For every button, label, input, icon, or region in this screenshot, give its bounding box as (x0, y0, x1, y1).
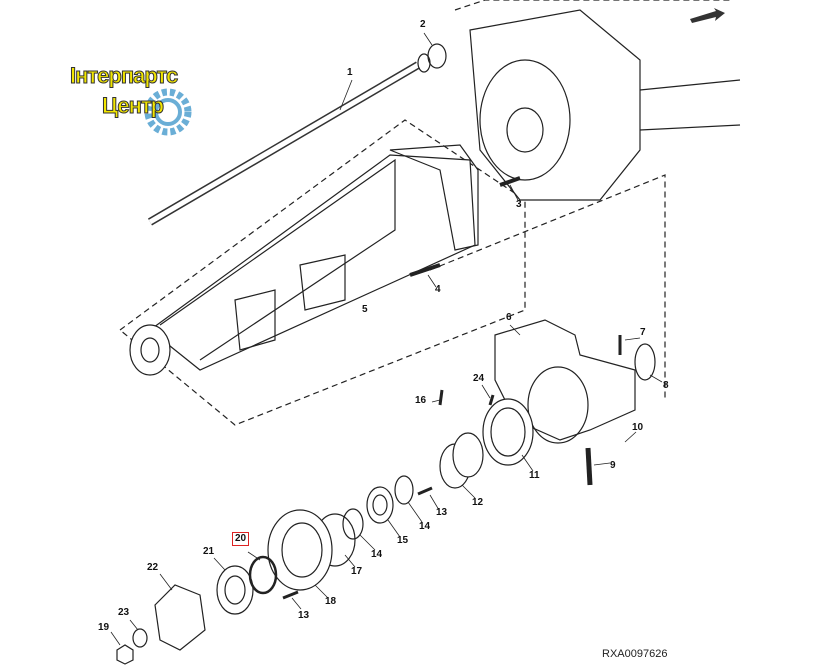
callout-8[interactable]: 8 (663, 380, 669, 391)
logo-line-1: Інтерпартс (69, 63, 178, 88)
callout-5[interactable]: 5 (362, 304, 368, 315)
callout-3[interactable]: 3 (516, 199, 522, 210)
callout-2[interactable]: 2 (420, 19, 426, 30)
callout-20-highlighted[interactable]: 20 (232, 532, 250, 546)
drawing-code: RXA0097626 (602, 648, 668, 660)
callout-16[interactable]: 16 (415, 395, 427, 406)
o-ring-2 (427, 43, 447, 69)
callout-14b[interactable]: 14 (371, 549, 383, 560)
callout-14[interactable]: 14 (419, 521, 431, 532)
callout-10[interactable]: 10 (632, 422, 644, 433)
callout-24[interactable]: 24 (473, 373, 485, 384)
callout-12[interactable]: 12 (472, 497, 484, 508)
callout-21[interactable]: 21 (203, 546, 215, 557)
callout-19[interactable]: 19 (98, 622, 110, 633)
logo-line-2: Центр (101, 93, 164, 118)
gear-icon (144, 88, 192, 136)
callout-15[interactable]: 15 (397, 535, 409, 546)
logo: Інтерпартс Центр (68, 62, 198, 138)
callout-23[interactable]: 23 (118, 607, 130, 618)
callout-4[interactable]: 4 (435, 284, 441, 295)
callout-9[interactable]: 9 (610, 460, 616, 471)
callout-18[interactable]: 18 (325, 596, 337, 607)
callout-6[interactable]: 6 (506, 312, 512, 323)
forward-arrow-icon (690, 8, 725, 23)
callout-1[interactable]: 1 (347, 67, 353, 78)
callout-13b[interactable]: 13 (298, 610, 310, 621)
callout-22[interactable]: 22 (147, 562, 159, 573)
callout-17[interactable]: 17 (351, 566, 363, 577)
callout-11[interactable]: 11 (529, 470, 540, 481)
callout-13[interactable]: 13 (436, 507, 448, 518)
callout-7[interactable]: 7 (640, 327, 646, 338)
